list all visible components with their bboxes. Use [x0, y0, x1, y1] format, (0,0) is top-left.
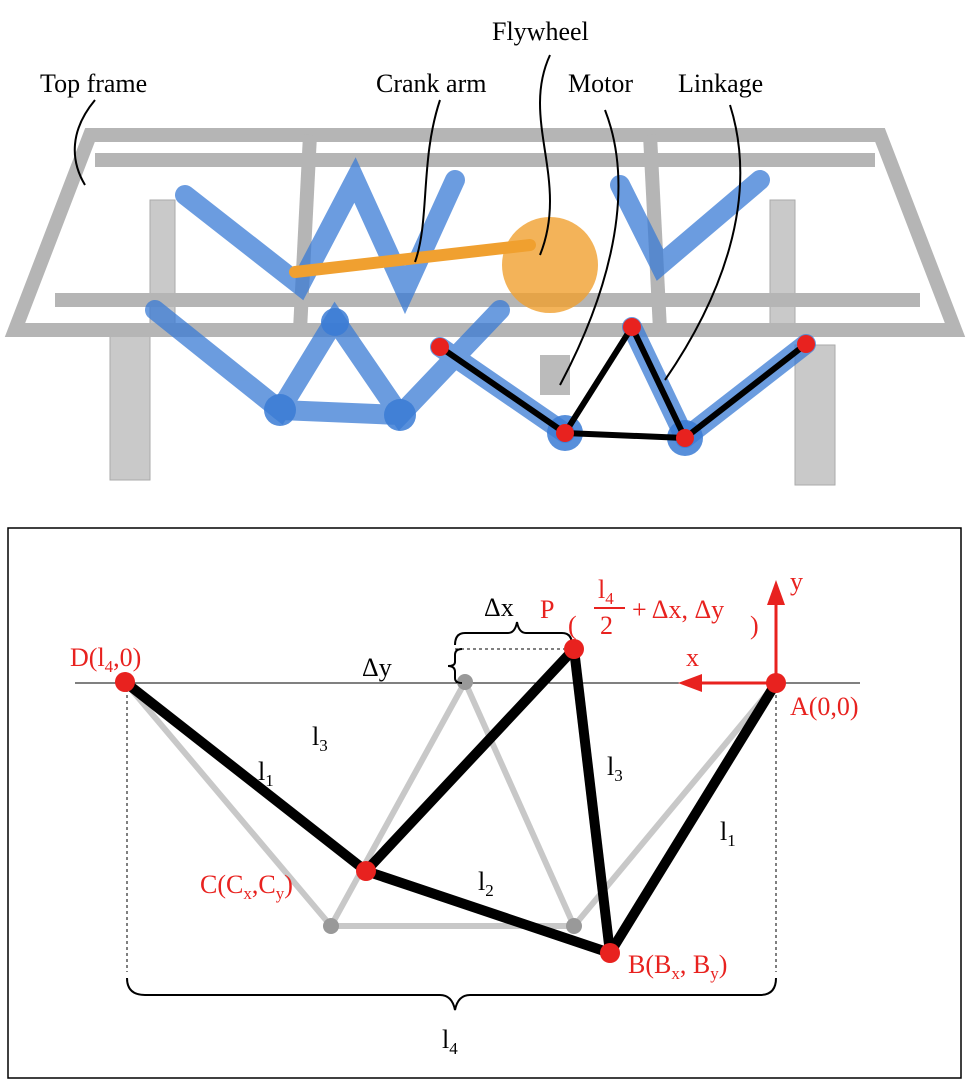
joint-B	[600, 943, 620, 963]
svg-text:+ Δx, Δy: + Δx, Δy	[632, 595, 724, 624]
label-l3-left: l3	[312, 722, 328, 755]
label-crank-arm: Crank arm	[376, 69, 486, 98]
joint-A	[766, 673, 786, 693]
kinematic-diagram: x y D(l4,0) A(0,0) C(Cx,Cy) B(Bx, By) P …	[7, 527, 962, 1079]
joint	[676, 429, 694, 447]
ghost-joint	[566, 918, 582, 934]
crank-arm	[289, 239, 536, 278]
leg	[109, 329, 151, 481]
l4-brace	[126, 977, 777, 1011]
joint	[797, 335, 815, 353]
label-l1-right: l1	[720, 817, 736, 850]
label-l3-right: l3	[607, 752, 623, 785]
ghost-joint	[323, 918, 339, 934]
label-top-frame: Top frame	[40, 69, 147, 98]
label-l4: l4	[442, 1025, 458, 1058]
label-linkage: Linkage	[678, 69, 763, 98]
blue-linkage	[145, 157, 816, 448]
ghost-joint	[457, 674, 473, 690]
joint	[556, 424, 574, 442]
x-axis-arrow-icon	[678, 674, 702, 692]
axes	[700, 600, 778, 685]
label-D: D(l4,0)	[70, 643, 141, 676]
joint	[623, 318, 641, 336]
label-l2: l2	[478, 867, 494, 900]
joint	[431, 338, 449, 356]
label-motor: Motor	[568, 69, 633, 98]
svg-text:(: (	[568, 611, 577, 640]
joint-P	[564, 639, 584, 659]
leg	[794, 344, 836, 486]
y-axis-label: y	[790, 567, 803, 596]
svg-text:P: P	[540, 595, 554, 624]
svg-text:2: 2	[600, 611, 613, 640]
flywheel	[502, 217, 598, 313]
label-l1-left: l1	[258, 757, 274, 790]
leader-flywheel	[539, 54, 551, 256]
leader-motor	[559, 109, 620, 386]
y-axis-arrow-icon	[767, 580, 785, 605]
highlighted-linkage	[438, 325, 808, 441]
dy-brace	[447, 648, 463, 684]
displaced-configuration	[121, 645, 781, 958]
label-flywheel: Flywheel	[492, 17, 589, 46]
initial-configuration	[122, 680, 779, 929]
diagram-frame	[7, 527, 962, 1079]
x-axis-label: x	[686, 643, 699, 672]
label-A: A(0,0)	[790, 692, 859, 721]
mechanism-render: Top frame Crank arm Flywheel Motor Linka…	[4, 17, 966, 486]
top-frame	[4, 128, 966, 337]
p-numerator: l4	[598, 575, 614, 608]
label-C: C(Cx,Cy)	[200, 870, 293, 903]
leader-linkage	[664, 104, 742, 381]
label-delta-x: Δx	[484, 593, 514, 622]
svg-text:): )	[750, 611, 759, 640]
joint-D	[115, 672, 135, 692]
leader-crank-arm	[414, 99, 441, 263]
joint-C	[356, 861, 376, 881]
leader-top-frame	[73, 99, 96, 186]
label-delta-y: Δy	[362, 653, 392, 682]
leg	[769, 199, 796, 331]
label-B: B(Bx, By)	[628, 950, 727, 983]
label-P: P ( l4 2 + Δx, Δy )	[540, 575, 759, 640]
dx-brace	[454, 621, 573, 646]
